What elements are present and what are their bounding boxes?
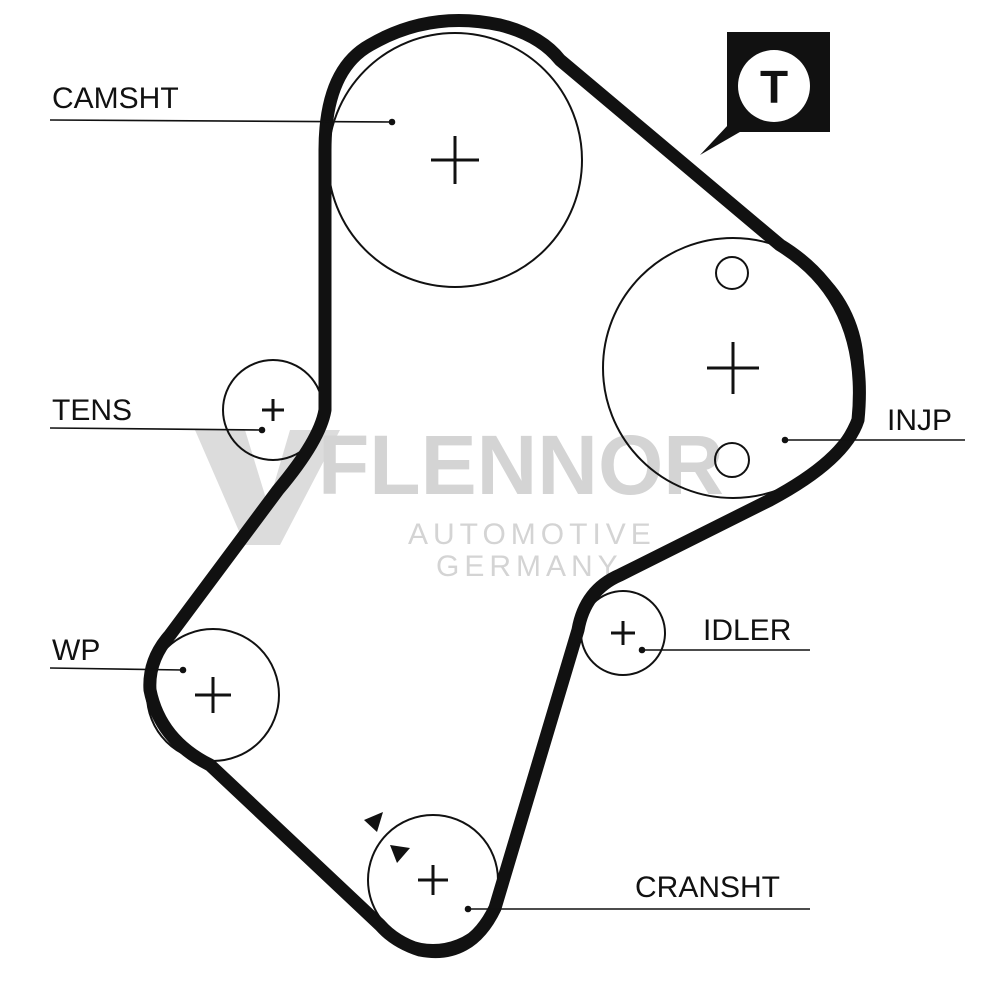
center-marks (195, 136, 759, 895)
leader-lines (49, 118, 965, 913)
crankshaft-center-cross (418, 865, 448, 895)
tensioner-center-cross (262, 399, 284, 421)
idler-leader-dot (638, 646, 646, 654)
watermark-line1: AUTOMOTIVE (408, 518, 656, 551)
idler-label: IDLER (703, 614, 791, 647)
timing-arrow-lower (390, 845, 410, 863)
water-pump-leader-dot (179, 666, 187, 674)
camshaft-label: CAMSHT (52, 82, 179, 115)
tensioner-leader (49, 427, 263, 431)
timing-mark-callout: T (700, 32, 830, 155)
injection-pump-hole-bottom (714, 442, 750, 478)
crankshaft-leader-dot (464, 905, 472, 913)
injection-pump-center-cross (707, 342, 759, 394)
timing-mark-letter: T (760, 61, 788, 113)
watermark: FLENNOR AUTOMOTIVE GERMANY (195, 418, 724, 583)
camshaft-leader (49, 119, 393, 123)
crankshaft-label: CRANSHT (635, 871, 780, 904)
water-pump-center-cross (195, 677, 231, 713)
water-pump-label: WP (52, 634, 100, 667)
camshaft-leader-dot (388, 118, 396, 126)
injection-pump-hole-top (715, 256, 749, 290)
camshaft-center-cross (431, 136, 479, 184)
watermark-line2: GERMANY (436, 550, 623, 583)
callout-tail (700, 125, 752, 155)
injection-pump-leader-dot (781, 436, 789, 444)
timing-mark-circle (738, 50, 810, 122)
water-pump-leader (49, 667, 184, 671)
timing-belt (143, 14, 866, 959)
injection-pump-label: INJP (887, 404, 952, 437)
idler-center-cross (611, 621, 635, 645)
watermark-brand: FLENNOR (318, 418, 724, 512)
crankshaft-timing-arrows (364, 812, 410, 863)
tensioner-label: TENS (52, 394, 132, 427)
tensioner-leader-dot (258, 426, 266, 434)
timing-arrow-upper (364, 812, 383, 832)
